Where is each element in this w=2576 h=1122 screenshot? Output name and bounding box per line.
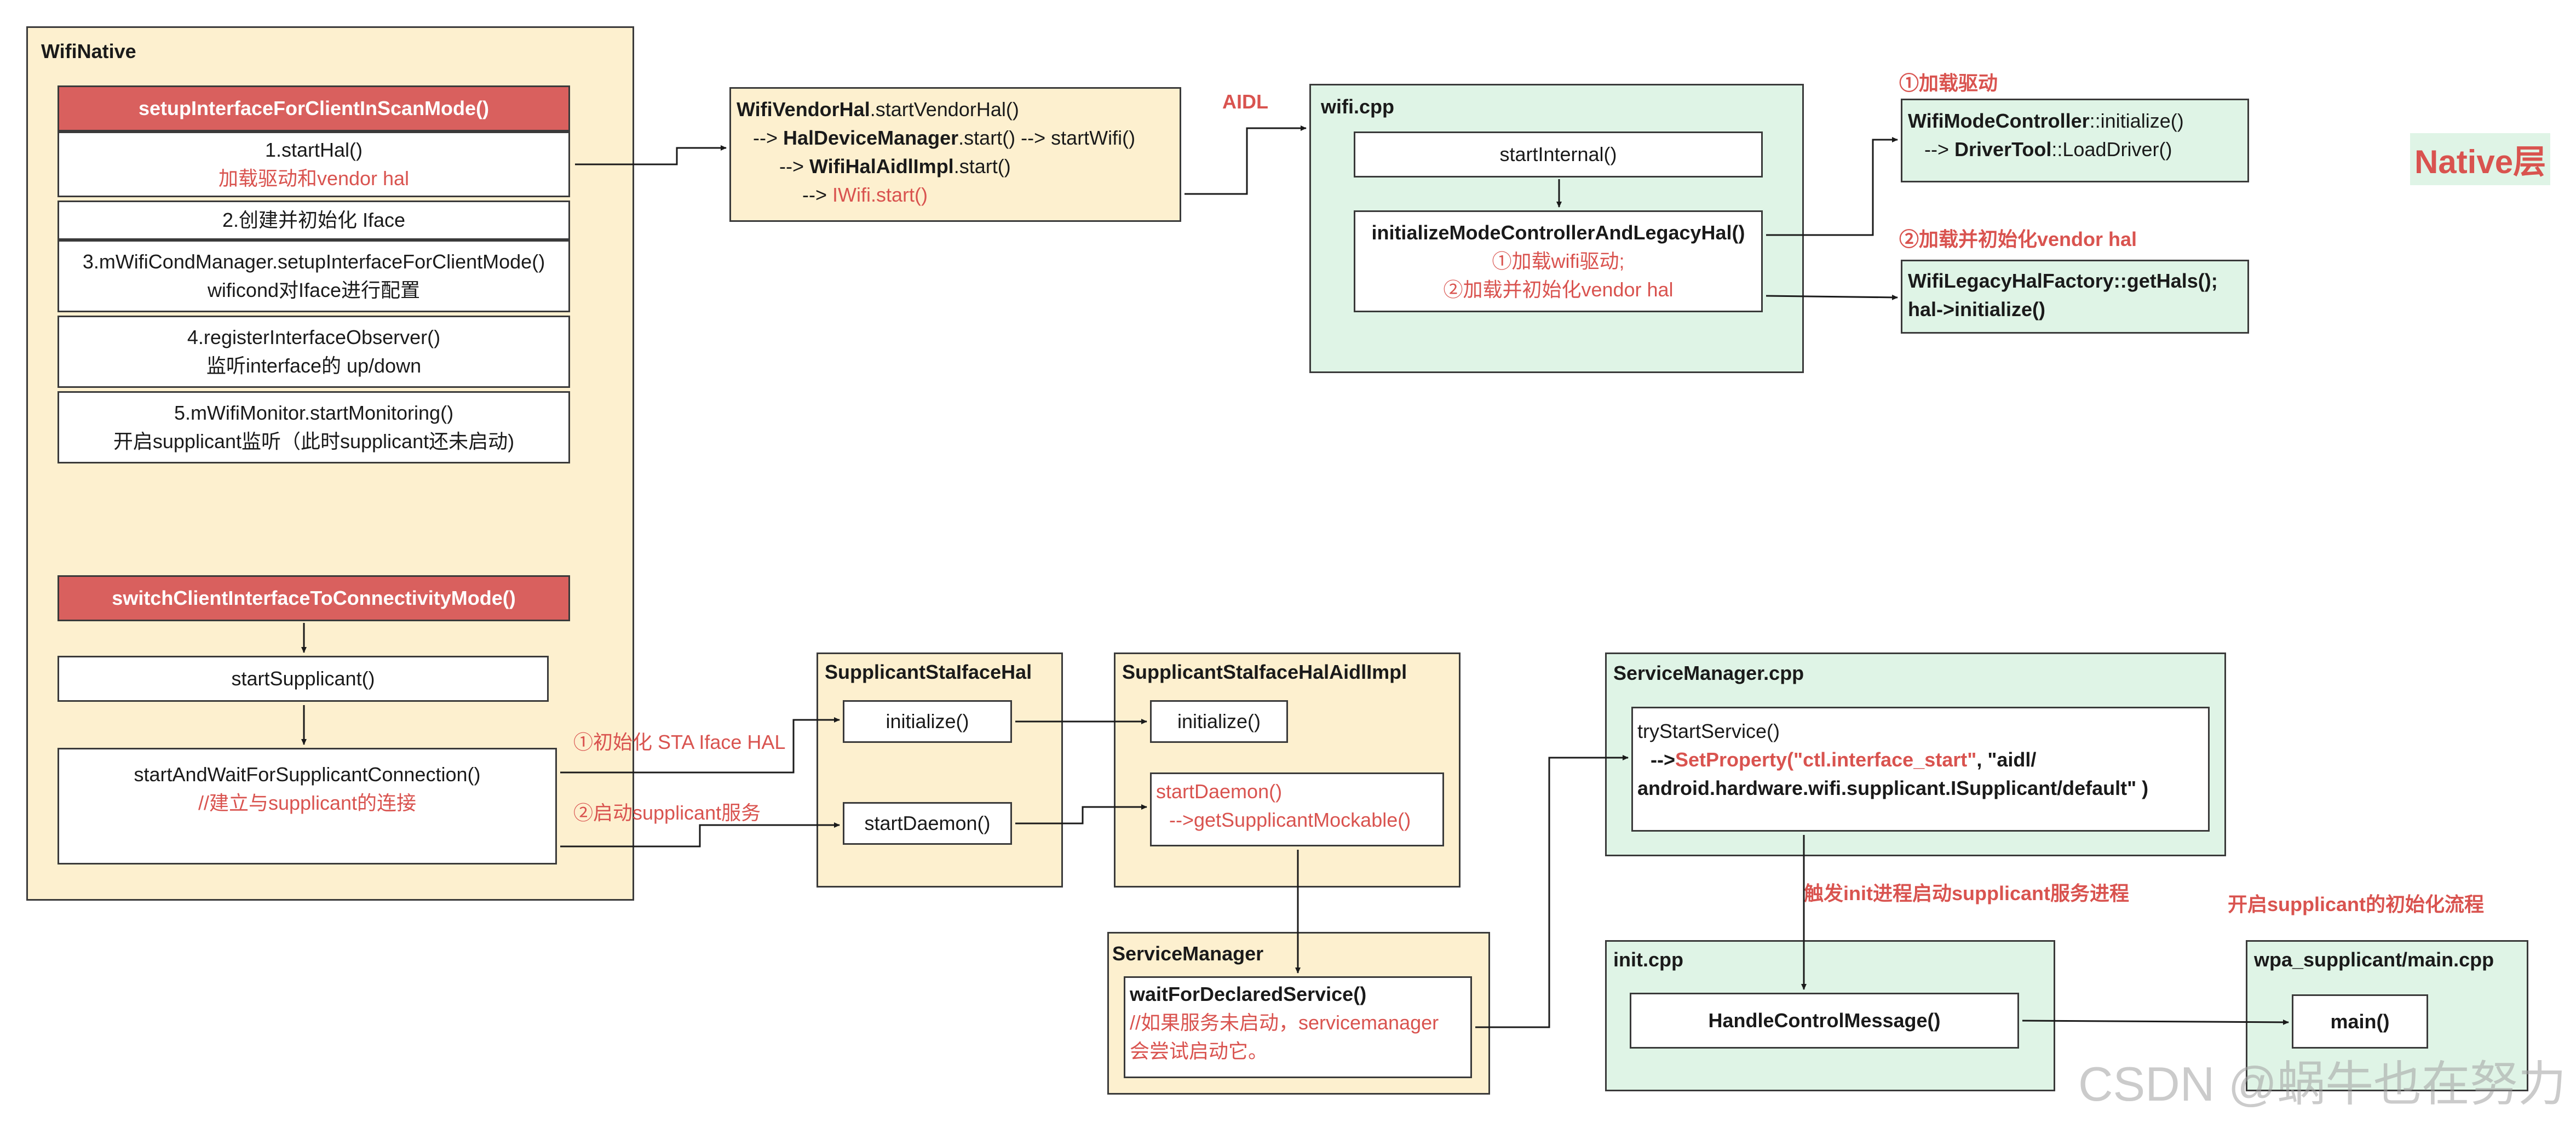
step-setup-client-mode[interactable]: 3.mWifiCondManager.setupInterfaceForClie… <box>58 240 570 312</box>
supplicant-init-flow-label: 开启supplicant的初始化流程 <box>2228 893 2485 915</box>
vendorhal-class: WifiVendorHal <box>737 98 870 121</box>
start-supplicant-service-label: ②启动supplicant服务 <box>573 802 761 824</box>
arrow-init-to-wpa <box>2022 1019 2289 1025</box>
vendorhal-box[interactable]: WifiVendorHal.startVendorHal() --> HalDe… <box>729 87 1181 222</box>
supplicant-hal-panel: SupplicantStaIfaceHal <box>817 652 1063 888</box>
supplicant-aidl-panel: SupplicantStaIfaceHalAidlImpl <box>1114 652 1461 888</box>
wpa-title: wpa_supplicant/main.cpp <box>2254 948 2494 971</box>
supplicant-hal-initialize[interactable]: initialize() <box>843 700 1012 743</box>
csdn-watermark: CSDN @蜗牛也在努力 <box>2078 1057 2567 1111</box>
arrow-vendorhal-to-wificpp <box>1185 125 1307 195</box>
wifinative-title: WifiNative <box>41 40 136 62</box>
step-start-hal-label: 1.startHal() <box>264 139 363 161</box>
start-supplicant-node[interactable]: startSupplicant() <box>58 656 549 702</box>
arrow-wait-to-hal-init <box>560 717 840 774</box>
wifi-hal-aidl-impl: WifiHalAidlImpl <box>809 155 954 178</box>
load-driver-label: ①加载驱动 <box>1899 72 1998 94</box>
wpa-main-node[interactable]: main() <box>2292 994 2428 1049</box>
trigger-init-label: 触发init进程启动supplicant服务进程 <box>1804 882 2130 905</box>
arrow-starthal-to-vendorhal <box>575 145 727 165</box>
supplicant-hal-start-daemon[interactable]: startDaemon() <box>843 802 1012 845</box>
setup-interface-header[interactable]: setupInterfaceForClientInScanMode() <box>58 85 570 131</box>
start-internal-node[interactable]: startInternal() <box>1354 131 1763 178</box>
mode-controller-box[interactable]: WifiModeController::initialize() --> Dri… <box>1901 99 2249 182</box>
servicemanager-cpp-title: ServiceManager.cpp <box>1613 662 1804 684</box>
try-start-service-node[interactable]: tryStartService() -->SetProperty("ctl.in… <box>1631 707 2210 832</box>
iwifi-start: IWifi.start() <box>832 184 928 206</box>
servicemanager-title: ServiceManager <box>1112 942 1264 965</box>
hal-device-manager: HalDeviceManager <box>783 127 959 149</box>
wificpp-title: wifi.cpp <box>1321 95 1394 118</box>
supplicant-aidl-title: SupplicantStaIfaceHalAidlImpl <box>1122 661 1407 683</box>
handle-control-message-node[interactable]: HandleControlMessage() <box>1630 993 2019 1049</box>
set-property-call: SetProperty("ctl.interface_start" <box>1675 748 1977 771</box>
initcpp-title: init.cpp <box>1613 948 1683 971</box>
aidl-label: AIDL <box>1222 90 1268 113</box>
init-mode-controller-node[interactable]: initializeModeControllerAndLegacyHal() ①… <box>1354 210 1763 312</box>
switch-connectivity-header[interactable]: switchClientInterfaceToConnectivityMode(… <box>58 575 570 621</box>
supplicant-aidl-start-daemon[interactable]: startDaemon() -->getSupplicantMockable() <box>1150 772 1444 846</box>
arrow-wait-to-hal-daemon <box>560 822 840 848</box>
init-vendor-hal-label: ②加载并初始化vendor hal <box>1899 228 2137 250</box>
native-layer-label: Native层 <box>2410 133 2551 185</box>
supplicant-aidl-initialize[interactable]: initialize() <box>1150 700 1288 743</box>
legacy-hal-box[interactable]: WifiLegacyHalFactory::getHals(); hal->in… <box>1901 260 2249 334</box>
arrow-init-to-legacyhal <box>1766 294 1898 300</box>
arrow-init-to-modecontroller <box>1766 137 1898 236</box>
step-create-iface[interactable]: 2.创建并初始化 Iface <box>58 201 570 240</box>
step-start-monitoring[interactable]: 5.mWifiMonitor.startMonitoring() 开启suppl… <box>58 391 570 463</box>
step-start-hal-note: 加载驱动和vendor hal <box>218 167 410 190</box>
wait-for-declared-service[interactable]: waitForDeclaredService() //如果服务未启动，servi… <box>1124 976 1472 1078</box>
arrow-servicemanager-to-cpp <box>1475 755 1629 1028</box>
step-start-hal[interactable]: 1.startHal() 加载驱动和vendor hal <box>58 131 570 197</box>
arrow-hal-daemon-to-aidl-daemon <box>1015 804 1147 825</box>
start-wait-node[interactable]: startAndWaitForSupplicantConnection() //… <box>58 748 557 865</box>
init-sta-iface-label: ①初始化 STA Iface HAL <box>573 731 786 753</box>
supplicant-hal-title: SupplicantStaIfaceHal <box>825 661 1032 683</box>
step-register-observer[interactable]: 4.registerInterfaceObserver() 监听interfac… <box>58 316 570 388</box>
